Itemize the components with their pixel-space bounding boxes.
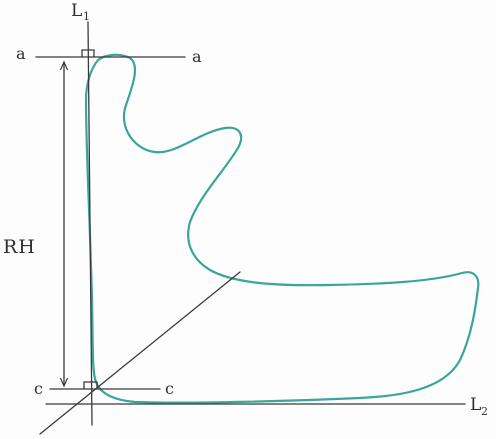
label-a-left: a [16,44,26,63]
label-c-left: c [34,379,43,398]
right-angle-marker-top [81,49,95,58]
label-a-right: a [192,47,202,66]
right-angle-marker-bottom [83,381,98,390]
mandible-outline [84,53,480,404]
label-l2: L [470,395,481,415]
label-rh: RH [3,236,36,258]
diagonal-line [39,271,241,435]
line-l1 [87,21,93,426]
label-l1-subscript: 1 [83,10,90,23]
label-l2-subscript: 2 [481,405,488,418]
label-c-right: c [165,379,174,398]
label-l1: L [71,1,82,21]
